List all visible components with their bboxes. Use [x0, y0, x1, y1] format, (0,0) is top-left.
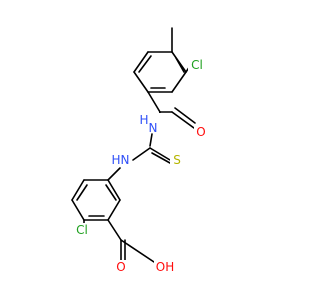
- bond-ring-upper: [171, 71, 187, 93]
- atom-label-layer: Cl H N O S H N Cl O OH: [73, 58, 208, 274]
- bond-ring-upper-double: [138, 55, 152, 73]
- atom-label-s: S: [173, 153, 181, 167]
- bond-n-cs: [149, 133, 153, 147]
- bond-ring-lower-double: [76, 184, 88, 201]
- bond-c-oh: [120, 239, 155, 263]
- bond-n-aryl-ring: [107, 167, 121, 181]
- atom-label-nh-aryl-n: N: [121, 153, 130, 167]
- bond-layer: [71, 27, 196, 263]
- atom-label-nh-amide-h: H: [139, 113, 148, 127]
- bond-ring-cooh: [107, 219, 122, 241]
- bond-ring-lower: [71, 179, 85, 201]
- atom-label-nh-aryl-h: H: [111, 153, 120, 167]
- bond-ring-lower-double: [105, 184, 117, 201]
- bond-c-o-amide-double: [174, 107, 196, 124]
- bond-c-s: [149, 147, 171, 161]
- atom-label-cl-top: Cl: [191, 58, 203, 72]
- bond-ring-lower: [71, 199, 85, 221]
- bond-c-s-double: [151, 152, 171, 164]
- bond-c-o-amide: [171, 111, 195, 129]
- bond-ring-lower: [107, 199, 121, 221]
- atom-label-o-amide: O: [196, 125, 205, 139]
- atom-label-cl-bottom: Cl: [76, 223, 88, 237]
- bond-ipso-carbonyl: [147, 91, 161, 113]
- atom-label-o-carbonyl: O: [116, 260, 125, 274]
- bond-cs-n-aryl: [132, 147, 151, 161]
- molecule-diagram: Cl H N O S H N Cl O OH: [71, 27, 208, 274]
- bond-ring-upper: [133, 71, 149, 93]
- bond-ring-upper: [133, 51, 149, 73]
- atom-label-oh: OH: [156, 260, 174, 274]
- bond-ring-upper-double: [175, 57, 185, 73]
- bond-ring-lower: [107, 179, 121, 201]
- atom-label-nh-amide-n: N: [149, 121, 158, 135]
